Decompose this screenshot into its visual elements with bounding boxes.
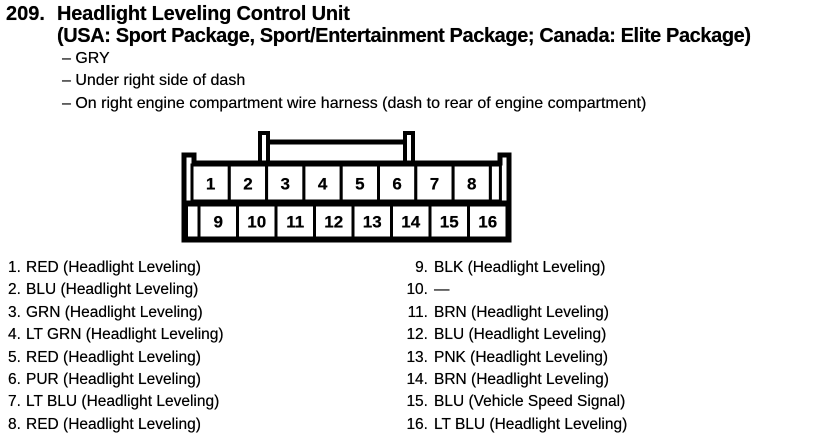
pin-row-12: 12. BLU (Headlight Leveling): [404, 324, 627, 346]
pin-row-number: 3.: [8, 303, 21, 321]
pin-row-3: 3. GRN (Headlight Leveling): [8, 302, 224, 324]
pin-row-1: 1. RED (Headlight Leveling): [8, 257, 224, 279]
pin-row-number: 8.: [8, 415, 21, 433]
latch-tab-left: [258, 131, 270, 165]
pin-row-number: 5.: [8, 348, 21, 366]
pin-row-label: —: [434, 281, 450, 299]
pin-row-number: 13.: [406, 348, 428, 366]
pin-number-15: 15: [440, 213, 459, 232]
pin-row-label: BLU (Vehicle Speed Signal): [434, 393, 626, 411]
latch-tab-right: [403, 131, 415, 165]
pin-cavity-12: [313, 203, 355, 240]
pin-row-number: 9.: [415, 259, 428, 276]
pin-number-12: 12: [324, 213, 343, 232]
pin-cavity-9: [197, 203, 239, 240]
item-number: 209.: [6, 3, 45, 25]
pin-number-5: 5: [355, 175, 364, 194]
page-title: Headlight Leveling Control Unit: [57, 3, 350, 25]
pin-row-14: 14. BRN (Headlight Leveling): [404, 369, 627, 391]
pin-row-label: BRN (Headlight Leveling): [434, 303, 609, 321]
pin-number-2: 2: [243, 175, 252, 194]
pin-number-9: 9: [214, 213, 223, 232]
pin-row-6: 6. PUR (Headlight Leveling): [8, 369, 224, 391]
pin-cavity-1: [190, 163, 231, 203]
pin-row-number: 10.: [406, 281, 428, 299]
pin-number-8: 8: [467, 175, 476, 194]
detail-color: – GRY: [62, 50, 110, 67]
pin-row-number: 11.: [407, 303, 428, 321]
pin-number-11: 11: [286, 213, 304, 232]
pin-row-number: 7.: [8, 393, 21, 411]
pin-row-number: 6.: [8, 371, 21, 389]
pin-row-label: PNK (Headlight Leveling): [434, 348, 609, 366]
connector-diagram: 1 2 3 4 5 6 7 8 9 10 11 12 13 14 15 16: [181, 131, 512, 243]
pin-list-left: 1. RED (Headlight Leveling) 2. BLU (Headli…: [8, 257, 224, 436]
pin-row-number: 15.: [406, 393, 428, 411]
pin-number-14: 14: [401, 213, 420, 232]
pin-number-3: 3: [281, 175, 290, 194]
page-subtitle: (USA: Sport Package, Sport/Entertainment…: [57, 25, 751, 47]
pin-number-1: 1: [206, 175, 215, 194]
pin-row-number: 4.: [8, 326, 21, 344]
pin-row-number: 2.: [8, 281, 21, 299]
pin-row-4: 4. LT GRN (Headlight Leveling): [8, 324, 224, 346]
latch-bar: [268, 139, 405, 145]
pin-row-label: BLU (Headlight Leveling): [26, 281, 199, 299]
pin-row-label: RED (Headlight Leveling): [26, 348, 201, 366]
pin-row-11: 11. BRN (Headlight Leveling): [404, 302, 627, 324]
pin-cavity-15: [428, 203, 470, 240]
pin-row-2: 2. BLU (Headlight Leveling): [8, 279, 224, 301]
pin-cavity-7: [414, 163, 455, 203]
pin-number-13: 13: [363, 213, 382, 232]
pin-row-number: 14.: [406, 371, 428, 389]
pin-list-right: 9. BLK (Headlight Leveling) 10. — 11. BRN (…: [404, 257, 627, 436]
pin-row-label: BLU (Headlight Leveling): [434, 326, 607, 344]
pin-row-10: 10. —: [404, 279, 627, 301]
pin-row-number: 12.: [406, 326, 428, 344]
blank-cavity-bottom-left: [185, 203, 201, 240]
pin-row-label: LT BLU (Headlight Leveling): [26, 393, 220, 411]
pin-cavity-16: [467, 203, 509, 240]
pin-row-label: LT GRN (Headlight Leveling): [26, 326, 224, 344]
blank-cavity-top-right: [488, 163, 502, 203]
pin-number-6: 6: [392, 175, 401, 194]
connector-details: – GRY – Under right side of dash – On ri…: [62, 48, 646, 115]
pin-row-label: LT BLU (Headlight Leveling): [434, 415, 628, 433]
pin-cavity-13: [351, 203, 393, 240]
pin-row-8: 8. RED (Headlight Leveling): [8, 414, 224, 436]
pin-row-label: PUR (Headlight Leveling): [26, 371, 201, 389]
pin-row-label: BLK (Headlight Leveling): [434, 259, 606, 276]
pin-number-16: 16: [478, 213, 497, 232]
pin-row-15: 15. BLU (Vehicle Speed Signal): [404, 391, 627, 413]
pin-row-label: RED (Headlight Leveling): [26, 259, 201, 276]
pin-row-5: 5. RED (Headlight Leveling): [8, 347, 224, 369]
pin-cavity-3: [265, 163, 306, 203]
pin-number-4: 4: [318, 175, 328, 194]
pin-row-label: GRN (Headlight Leveling): [26, 303, 203, 321]
pin-row-number: 16.: [406, 415, 428, 433]
pin-cavity-14: [390, 203, 432, 240]
pin-number-10: 10: [247, 213, 266, 232]
pin-cavity-10: [236, 203, 278, 240]
pin-row-label: RED (Headlight Leveling): [26, 415, 201, 433]
pin-row-label: BRN (Headlight Leveling): [434, 371, 609, 389]
pin-row-13: 13. PNK (Headlight Leveling): [404, 347, 627, 369]
pin-row-9: 9. BLK (Headlight Leveling): [404, 257, 627, 279]
pin-cavity-2: [227, 163, 269, 203]
pin-number-7: 7: [430, 175, 439, 194]
detail-location: – Under right side of dash: [62, 72, 246, 90]
pin-row-16: 16. LT BLU (Headlight Leveling): [404, 414, 627, 436]
pin-row-number: 1.: [8, 259, 21, 276]
pin-row-7: 7. LT BLU (Headlight Leveling): [8, 391, 224, 413]
detail-harness: – On right engine compartment wire harne…: [62, 94, 647, 112]
